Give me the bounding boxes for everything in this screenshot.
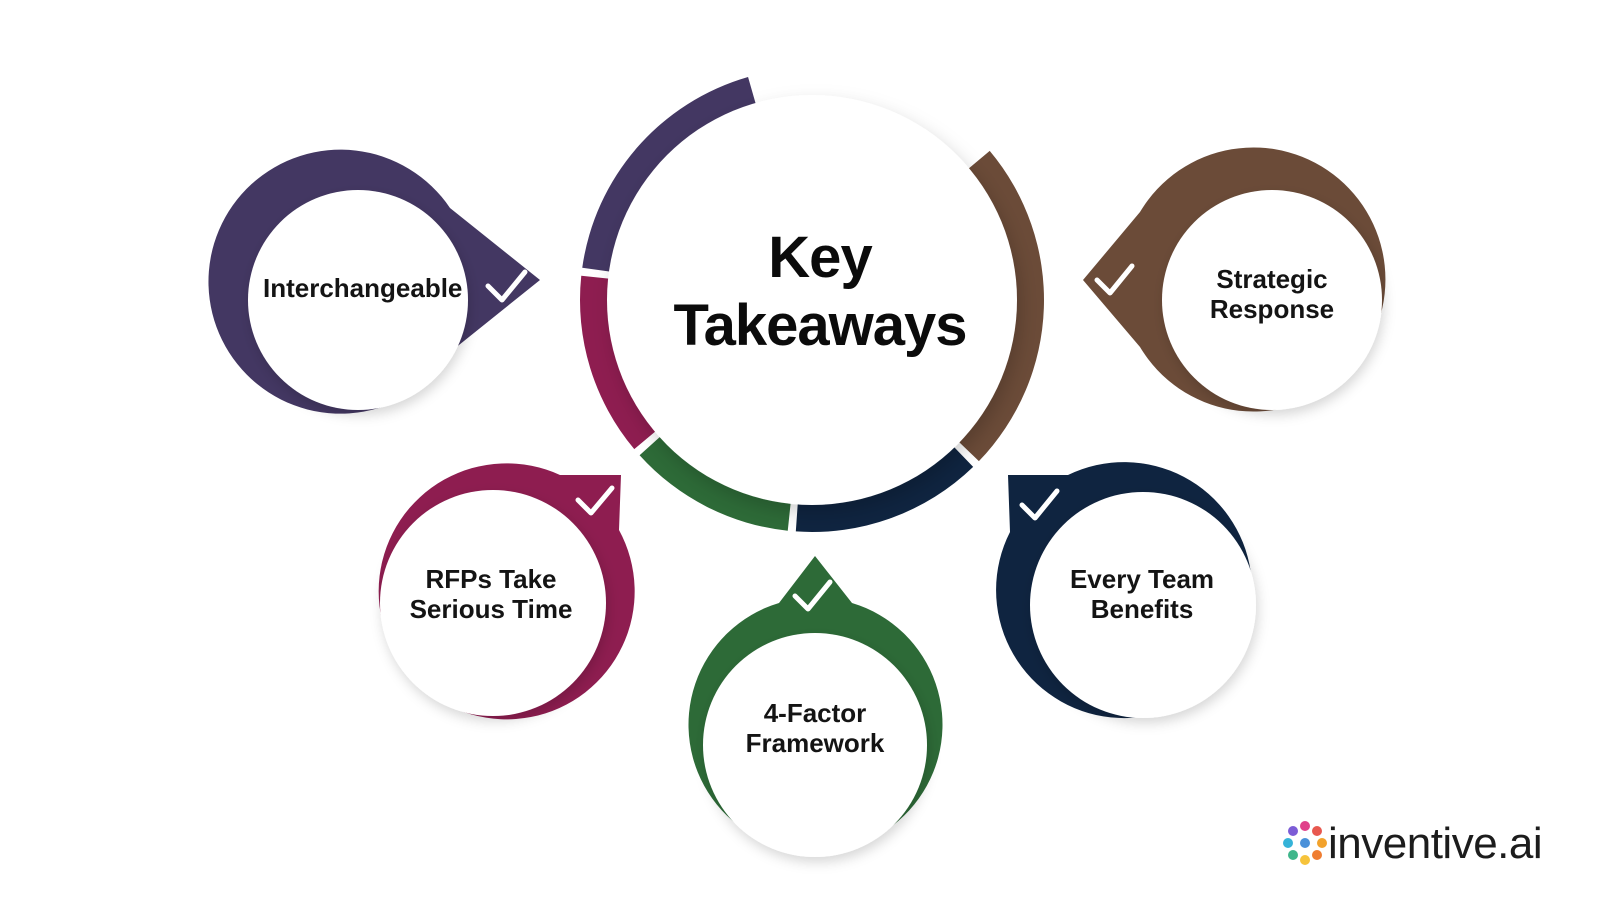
center-circle: [607, 95, 1017, 505]
node-label-interchangeable: Interchangeable: [263, 273, 463, 303]
brand: inventive.ai: [1280, 816, 1580, 872]
center-title-line2: Takeaways: [673, 293, 967, 358]
node-strategic-response: [1083, 147, 1386, 412]
brand-logo-mark: [1283, 821, 1327, 865]
node-circle-interchangeable: [248, 190, 468, 410]
node-label-every-team-benefits: Every Team Benefits: [1047, 564, 1237, 624]
node-label-line: 4-Factor: [763, 698, 867, 728]
node-circle-strategic-response: [1162, 190, 1382, 410]
node-label-line: Benefits: [1090, 594, 1194, 624]
check-icon: [1019, 488, 1060, 521]
ring-segment: [582, 76, 757, 272]
ring-segment: [957, 150, 1044, 462]
node-label-strategic-response: Strategic Response: [1177, 264, 1367, 324]
node-circle-every-team-benefits: [1030, 492, 1256, 718]
node-interchangeable: [208, 149, 541, 414]
node-every-team-benefits: [996, 462, 1256, 719]
check-icon: [792, 579, 833, 612]
node-label-rfps-take-serious-time: RFPs Take Serious Time: [396, 564, 586, 624]
node-label-line: Every Team: [1069, 564, 1215, 594]
brand-name: inventive.ai: [1328, 819, 1543, 868]
center-title-line1: Key: [768, 225, 872, 290]
check-icon: [575, 485, 615, 516]
check-icon: [1094, 263, 1135, 296]
node-label-line: Interchangeable: [263, 273, 463, 303]
node-label-line: Serious Time: [409, 594, 573, 624]
ring-segment: [639, 435, 791, 531]
node-label-line: Framework: [745, 728, 885, 758]
node-label-four-factor-framework: 4-Factor Framework: [720, 698, 910, 758]
node-rfps-take-serious-time: [378, 463, 635, 720]
node-circle-rfps-take-serious-time: [380, 490, 606, 716]
node-label-line: Response: [1209, 294, 1335, 324]
node-four-factor-framework: [688, 556, 943, 857]
node-label-line: Strategic: [1216, 264, 1328, 294]
node-circle-four-factor-framework: [703, 633, 927, 857]
node-label-line: RFPs Take: [425, 564, 557, 594]
check-icon: [485, 269, 528, 303]
